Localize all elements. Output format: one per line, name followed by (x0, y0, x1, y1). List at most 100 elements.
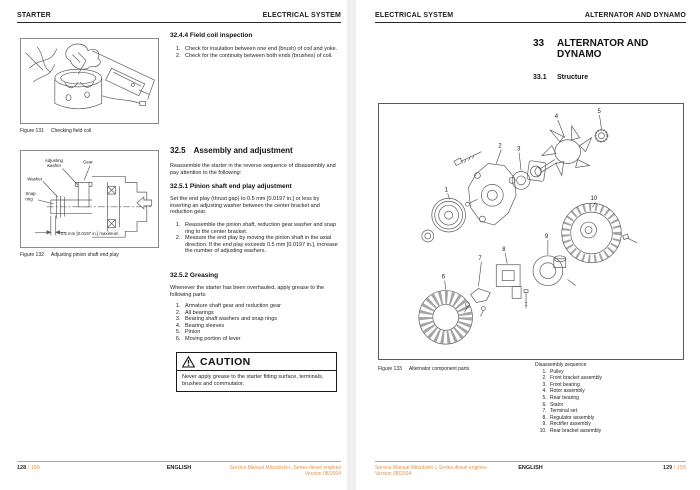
greasing-parts-list: Armature shaft gear and reduction gearAl… (170, 303, 341, 343)
end-play-steps: Reassemble the pinion shaft, reduction g… (170, 222, 341, 255)
chapter-heading: 33 ALTERNATOR AND DYNAMO (533, 38, 648, 60)
part-number-2: 2 (498, 144, 501, 150)
left-header-left: STARTER (17, 12, 51, 19)
field-coil-illustration (25, 43, 155, 110)
list-32-5-1: Reassemble the pinion shaft, reduction g… (170, 222, 341, 255)
figure-131-caption: Figure 131 Checking field coil (20, 128, 91, 134)
fig132-label-washer: Washer (27, 176, 43, 181)
list-item: Bearing sleeves (182, 323, 341, 330)
field-coil-steps: Check for insulation between one end (br… (170, 46, 341, 59)
fig132-label-dimension: 0.5 mm [0.0197 in.] maximum (61, 231, 119, 236)
list-item: Rear bearing (548, 395, 602, 402)
figure-132-box: Adjusting washer Gear Washer Snap ring 0… (20, 150, 159, 248)
list-item: Regulator assembly (548, 415, 602, 422)
heading-32-5-2-number: 32.5.2 (170, 272, 189, 279)
fig132-label-adjusting-1: Adjusting (45, 158, 64, 163)
left-footer-source-line2: Version 08/2004 (304, 471, 341, 477)
part-number-3: 3 (517, 147, 521, 153)
disassembly-list: PulleyFront bracket assemblyFront bearin… (535, 369, 602, 435)
list-item: Terminal set (548, 408, 602, 415)
heading-32-5-1-number: 32.5.1 (170, 183, 189, 190)
page-left: STARTER ELECTRICAL SYSTEM (0, 0, 347, 490)
alternator-exploded-view: 1 2 3 4 5 6 7 8 9 10 (418, 109, 638, 345)
heading-32-5-number: 32.5 (170, 146, 186, 155)
heading-32-5-1: 32.5.1 Pinion shaft end play adjustment (170, 183, 341, 191)
list-item: All bearings (182, 310, 341, 317)
para-32-5: Reassemble the starter in the reverse se… (170, 163, 336, 176)
right-header-right: ALTERNATOR AND DYNAMO (584, 12, 686, 19)
fig132-label-snap-1: Snap (25, 191, 36, 196)
left-footer-source-line1: Service Manual Mitsubishi L-Series diese… (229, 465, 341, 471)
chapter-number: 33 (533, 38, 545, 49)
list-item: Armature shaft gear and reduction gear (182, 303, 341, 310)
disassembly-title: Disassembly sequence (535, 362, 587, 368)
list-32-5-2: Armature shaft gear and reduction gearAl… (170, 303, 341, 343)
fig132-label-adjusting-2: washer (47, 163, 62, 168)
heading-32-5-2: 32.5.2 Greasing (170, 272, 341, 280)
caution-body: Never apply grease to the starter fittin… (182, 374, 324, 387)
figure-131-label: Figure 131 (20, 128, 44, 134)
part-number-5: 5 (597, 109, 601, 115)
part-number-6: 6 (442, 275, 446, 281)
chapter-title: ALTERNATOR AND DYNAMO (557, 38, 648, 60)
right-page-number: 129 / 155 (375, 465, 686, 471)
figure-133-text: Alternator component parts (408, 366, 470, 372)
heading-32-5-2-title: Greasing (189, 272, 219, 279)
part-number-1: 1 (445, 187, 449, 193)
heading-32-5-1-title: Pinion shaft end play adjustment (189, 183, 292, 190)
fig132-label-snap-2: ring (25, 196, 33, 201)
left-page-total: / 155 (27, 465, 40, 471)
figure-131-text: Checking field coil (50, 128, 92, 134)
left-page-number: 128 / 155 (17, 465, 40, 471)
list-item: Pinion (182, 329, 341, 336)
left-footer-rule (17, 461, 341, 462)
list-item: Check for the continuity between both en… (182, 53, 341, 60)
right-footer-source-line1: Service Manual Mitsubishi L-Series diese… (375, 465, 487, 471)
list-item: Check for insulation between one end (br… (182, 46, 341, 53)
list-item: Stator (548, 402, 602, 409)
page-right: ELECTRICAL SYSTEM ALTERNATOR AND DYNAMO … (356, 0, 700, 490)
list-item: Rotor assembly (548, 388, 602, 395)
heading-32-4-4: 32.4.4 Field coil inspection (170, 32, 341, 40)
page-gutter (347, 0, 356, 490)
list-item: Pulley (548, 369, 602, 376)
part-number-4: 4 (555, 114, 559, 120)
figure-133-caption: Figure 133 Alternator component parts (378, 366, 469, 372)
figure-132-text: Adjusting pinion shaft end play (50, 252, 119, 258)
para-32-5-1: Set the end play (thrust gap) to 0.5 mm … (170, 196, 320, 216)
warning-triangle-icon (182, 356, 195, 368)
pinion-end-play-diagram: Adjusting washer Gear Washer Snap ring 0… (25, 158, 153, 238)
heading-32-4-4-title: Field coil inspection (189, 32, 253, 39)
left-footer-source: Service Manual Mitsubishi L-Series diese… (17, 465, 341, 477)
list-item: Measure the end play by moving the pinio… (182, 235, 341, 255)
left-footer-language: ENGLISH (166, 465, 192, 471)
list-item: Front bracket assembly (548, 375, 602, 382)
list-item: Rectifier assembly (548, 421, 602, 428)
list-item: Reassemble the pinion shaft, reduction g… (182, 222, 341, 235)
fig132-label-gear: Gear (83, 160, 93, 165)
right-footer-source-line2: Version 08/2004 (375, 471, 412, 477)
chapter-title-line1: ALTERNATOR AND (557, 38, 649, 49)
figure-131-box (20, 38, 159, 124)
right-footer-rule (375, 461, 686, 462)
heading-32-4-4-number: 32.4.4 (170, 32, 189, 39)
heading-32-5-title: Assembly and adjustment (193, 146, 293, 155)
list-32-4-4: Check for insulation between one end (br… (170, 46, 341, 59)
left-page-num: 128 (17, 465, 27, 471)
caution-box: CAUTION Never apply grease to the starte… (176, 352, 337, 393)
list-item: Moving portion of lever (182, 336, 341, 343)
figure-133-box: 1 2 3 4 5 6 7 8 9 10 (378, 103, 684, 360)
part-number-9: 9 (545, 234, 549, 240)
right-footer-source: Service Manual Mitsubishi L-Series diese… (375, 465, 486, 477)
part-number-7: 7 (478, 256, 481, 262)
para-32-5-2: Whenever the starter has been overhauled… (170, 285, 325, 298)
right-footer-language: ENGLISH (518, 465, 543, 471)
figure-133-label: Figure 133 (378, 366, 402, 372)
left-header-right: ELECTRICAL SYSTEM (262, 12, 341, 19)
part-number-8: 8 (502, 247, 506, 253)
list-item: Front bearing (548, 382, 602, 389)
list-item: Bearing shaft washers and snap rings (182, 316, 341, 323)
right-page-header: ELECTRICAL SYSTEM ALTERNATOR AND DYNAMO (375, 12, 686, 23)
